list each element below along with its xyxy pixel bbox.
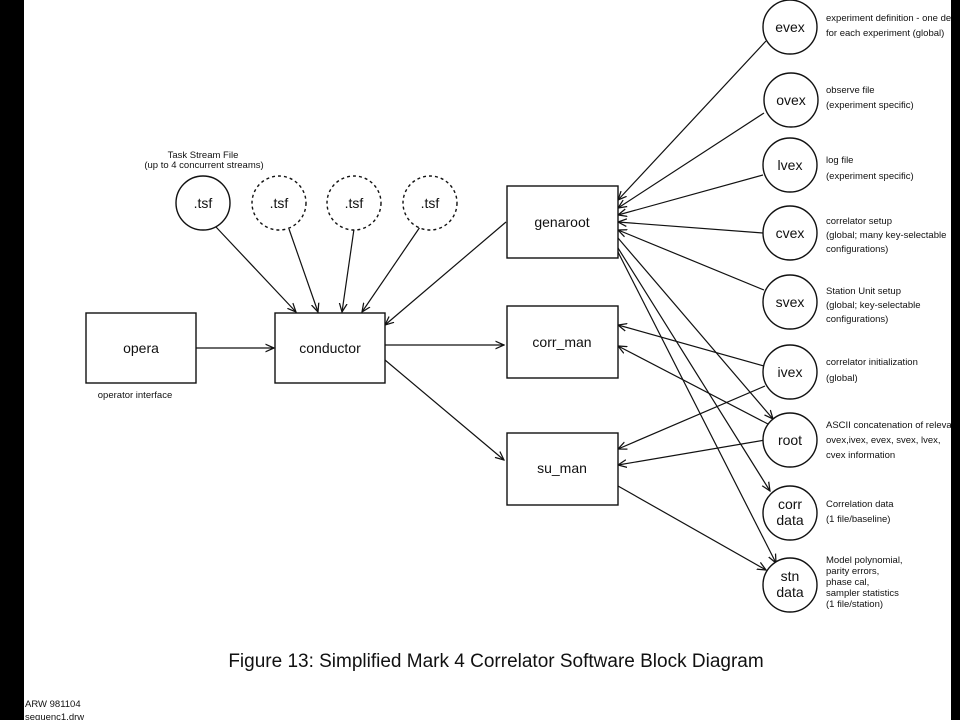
tsf1-label: .tsf — [194, 195, 213, 211]
block-diagram: opera operator interface conductor genar… — [25, 0, 951, 720]
process-conductor: conductor — [274, 312, 386, 384]
edges — [196, 40, 776, 570]
corr-data-desc-2: (1 file/baseline) — [826, 514, 890, 525]
process-opera: opera operator interface — [85, 312, 197, 401]
ovex-desc-2: (experiment specific) — [826, 100, 914, 111]
diagram-canvas: opera operator interface conductor genar… — [24, 0, 951, 720]
cvex-desc-2: (global; many key-selectable — [826, 230, 946, 241]
corr-data-label-2: data — [776, 512, 803, 528]
tsf2-label: .tsf — [270, 195, 289, 211]
edge-evex-genaroot — [618, 40, 767, 200]
file-evex: evex experiment definition - one def for… — [762, 0, 951, 55]
edge-tsf4-conductor — [362, 226, 421, 312]
evex-desc-1: experiment definition - one def — [826, 13, 951, 24]
lvex-desc-2: (experiment specific) — [826, 171, 914, 182]
stn-data-desc-4: sampler statistics — [826, 588, 899, 599]
process-su-man: su_man — [506, 432, 619, 506]
svex-desc-2: (global; key-selectable — [826, 300, 921, 311]
footer-line-1: ARW 981104 — [25, 699, 81, 710]
cvex-desc-3: configurations) — [826, 244, 888, 255]
edge-ovex-genaroot — [618, 112, 765, 208]
edge-genaroot-stn-data — [617, 251, 776, 563]
tsf3-label: .tsf — [345, 195, 364, 211]
file-tsf-2: .tsf — [251, 175, 307, 231]
ivex-label: ivex — [778, 364, 803, 380]
edge-genaroot-corr-data — [617, 247, 770, 491]
corr-man-label: corr_man — [532, 334, 591, 350]
file-root: root ASCII concatenation of relevant ove… — [762, 412, 951, 468]
edge-conductor-su-man — [384, 359, 504, 460]
cvex-desc-1: correlator setup — [826, 216, 892, 227]
stn-data-desc-5: (1 file/station) — [826, 599, 883, 610]
edge-genaroot-conductor — [385, 221, 507, 325]
su-man-label: su_man — [537, 460, 587, 476]
stn-data-label-1: stn — [781, 568, 800, 584]
edge-svex-genaroot — [618, 230, 765, 291]
root-label: root — [778, 432, 802, 448]
ovex-desc-1: observe file — [826, 85, 875, 96]
stn-data-desc-3: phase cal, — [826, 577, 869, 588]
edge-root-corr-man — [618, 346, 769, 425]
evex-desc-2: for each experiment (global) — [826, 28, 944, 39]
edge-lvex-genaroot — [618, 174, 764, 215]
figure-caption: Figure 13: Simplified Mark 4 Correlator … — [228, 651, 763, 672]
stn-data-desc-2: parity errors, — [826, 566, 879, 577]
edge-tsf1-conductor — [215, 226, 296, 312]
ivex-desc-1: correlator initialization — [826, 357, 918, 368]
lvex-desc-1: log file — [826, 155, 853, 166]
edge-ivex-su-man — [618, 385, 766, 449]
ivex-desc-2: (global) — [826, 373, 858, 384]
edge-su-man-stn-data — [617, 485, 766, 570]
lvex-label: lvex — [778, 157, 803, 173]
file-stn-data: stn data Model polynomial, parity errors… — [762, 555, 903, 613]
svex-desc-1: Station Unit setup — [826, 286, 901, 297]
process-corr-man: corr_man — [506, 305, 619, 379]
file-cvex: cvex correlator setup (global; many key-… — [762, 205, 946, 261]
ovex-label: ovex — [776, 92, 806, 108]
file-tsf-3: .tsf — [326, 175, 382, 231]
evex-label: evex — [775, 19, 805, 35]
file-tsf-1: .tsf — [175, 175, 231, 231]
tsf4-label: .tsf — [421, 195, 440, 211]
stn-data-desc-1: Model polynomial, — [826, 555, 903, 566]
process-genaroot: genaroot — [506, 185, 619, 259]
edge-tsf2-conductor — [288, 228, 318, 312]
edge-genaroot-root — [617, 237, 773, 419]
cvex-label: cvex — [776, 225, 805, 241]
stn-data-label-2: data — [776, 584, 803, 600]
task-stream-note-line1: Task Stream File — [168, 150, 239, 161]
file-corr-data: corr data Correlation data (1 file/basel… — [762, 485, 894, 541]
edge-tsf3-conductor — [342, 228, 355, 312]
file-lvex: lvex log file (experiment specific) — [762, 137, 914, 193]
root-desc-2: ovex,ivex, evex, svex, lvex, — [826, 435, 941, 446]
edge-cvex-genaroot — [618, 222, 764, 234]
edge-root-su-man — [618, 439, 766, 465]
file-ivex: ivex correlator initialization (global) — [762, 344, 918, 400]
edge-ivex-corr-man — [618, 325, 765, 367]
corr-data-desc-1: Correlation data — [826, 499, 894, 510]
root-desc-1: ASCII concatenation of relevant — [826, 420, 951, 431]
genaroot-label: genaroot — [534, 214, 589, 230]
opera-label: opera — [123, 340, 159, 356]
file-tsf-4: .tsf — [402, 175, 458, 231]
file-ovex: ovex observe file (experiment specific) — [763, 72, 914, 128]
task-stream-note-line2: (up to 4 concurrent streams) — [144, 160, 263, 171]
root-desc-3: cvex information — [826, 450, 895, 461]
corr-data-label-1: corr — [778, 496, 802, 512]
opera-sublabel: operator interface — [98, 390, 172, 401]
file-svex: svex Station Unit setup (global; key-sel… — [762, 274, 921, 330]
conductor-label: conductor — [299, 340, 361, 356]
footer-line-2: sequenc1.drw — [25, 712, 84, 720]
svex-label: svex — [776, 294, 805, 310]
svex-desc-3: configurations) — [826, 314, 888, 325]
